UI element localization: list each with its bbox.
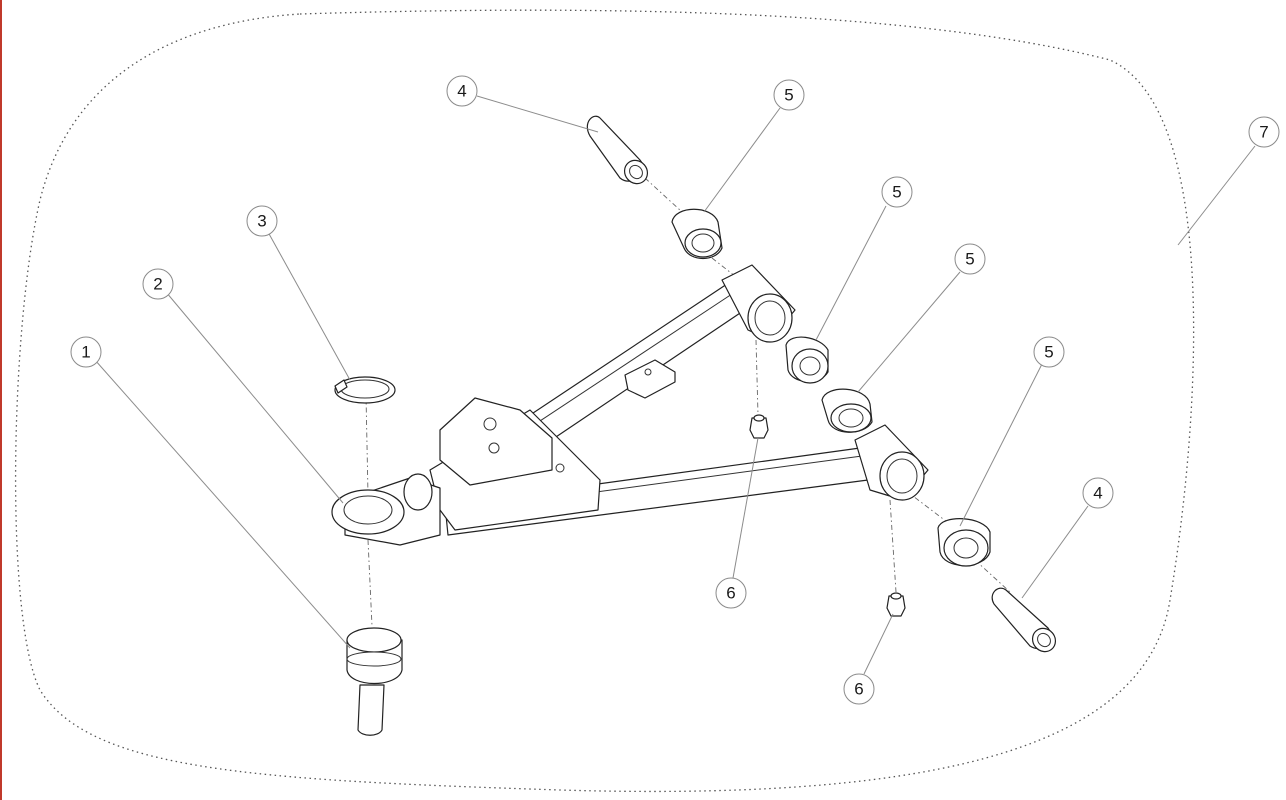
leader-5-a: [703, 107, 781, 213]
leader-5-d: [959, 363, 1043, 527]
ball-joint: [346, 627, 403, 736]
axis-line-lower-grease: [889, 499, 897, 593]
leader-4-lower: [1021, 505, 1089, 599]
bushing-lower-outer: [937, 518, 991, 567]
callout-5-b: 5: [881, 176, 913, 208]
bushing-lower-inner: [821, 388, 873, 433]
leader-2: [165, 291, 344, 504]
callout-5-b-label: 5: [892, 183, 901, 202]
callout-5-d: 5: [1033, 336, 1065, 368]
assembly-boundary: [14, 9, 1195, 793]
leader-1: [94, 359, 351, 649]
callout-1-label: 1: [81, 343, 90, 362]
ball-joint-housing: [331, 473, 441, 546]
lower-pivot-housing: [854, 424, 929, 501]
callout-7: 7: [1248, 116, 1280, 148]
upper-tube-bracket: [624, 359, 676, 399]
callout-6-upper: 6: [715, 577, 747, 609]
bushing-upper-inner: [785, 336, 829, 384]
grease-fitting-lower: [886, 592, 906, 617]
callout-4-upper-label: 4: [457, 82, 466, 101]
callout-5-c: 5: [954, 243, 986, 275]
callout-5-c-label: 5: [965, 250, 974, 269]
callout-4-lower-label: 4: [1093, 484, 1102, 503]
axis-line-lower-sleeve: [974, 559, 1011, 593]
callout-5-a: 5: [773, 79, 805, 111]
lower-sleeve: [991, 587, 1057, 653]
callout-6-upper-label: 6: [726, 584, 735, 603]
callout-6-lower: 6: [843, 673, 875, 705]
callout-7-label: 7: [1259, 123, 1268, 142]
leader-4-upper: [476, 95, 599, 133]
callout-2-label: 2: [153, 275, 162, 294]
arm-gusset-plate: [429, 397, 601, 531]
axis-line-3-2: [365, 394, 369, 496]
leader-5-b: [815, 205, 887, 341]
callout-4-lower: 4: [1082, 477, 1114, 509]
grease-fitting-upper: [749, 414, 769, 439]
axis-line-upper-grease: [755, 339, 759, 416]
callout-1: 1: [70, 336, 102, 368]
left-accent-edge: [0, 0, 2, 800]
snap-ring: [334, 376, 396, 404]
callout-4-upper: 4: [446, 75, 478, 107]
callout-3: 3: [246, 205, 278, 237]
callout-2: 2: [142, 268, 174, 300]
upper-sleeve: [586, 115, 649, 185]
leader-6-lower: [863, 613, 894, 675]
leader-5-c: [857, 271, 961, 393]
leader-3: [267, 231, 351, 381]
leader-7: [1177, 145, 1256, 246]
callout-6-lower-label: 6: [854, 680, 863, 699]
callout-5-a-label: 5: [784, 86, 793, 105]
leader-6-upper: [732, 437, 759, 579]
callout-3-label: 3: [257, 212, 266, 231]
axis-line-2-1: [367, 539, 373, 627]
bushing-upper-outer: [671, 208, 723, 260]
callout-5-d-label: 5: [1044, 343, 1053, 362]
upper-pivot-housing: [721, 264, 796, 343]
